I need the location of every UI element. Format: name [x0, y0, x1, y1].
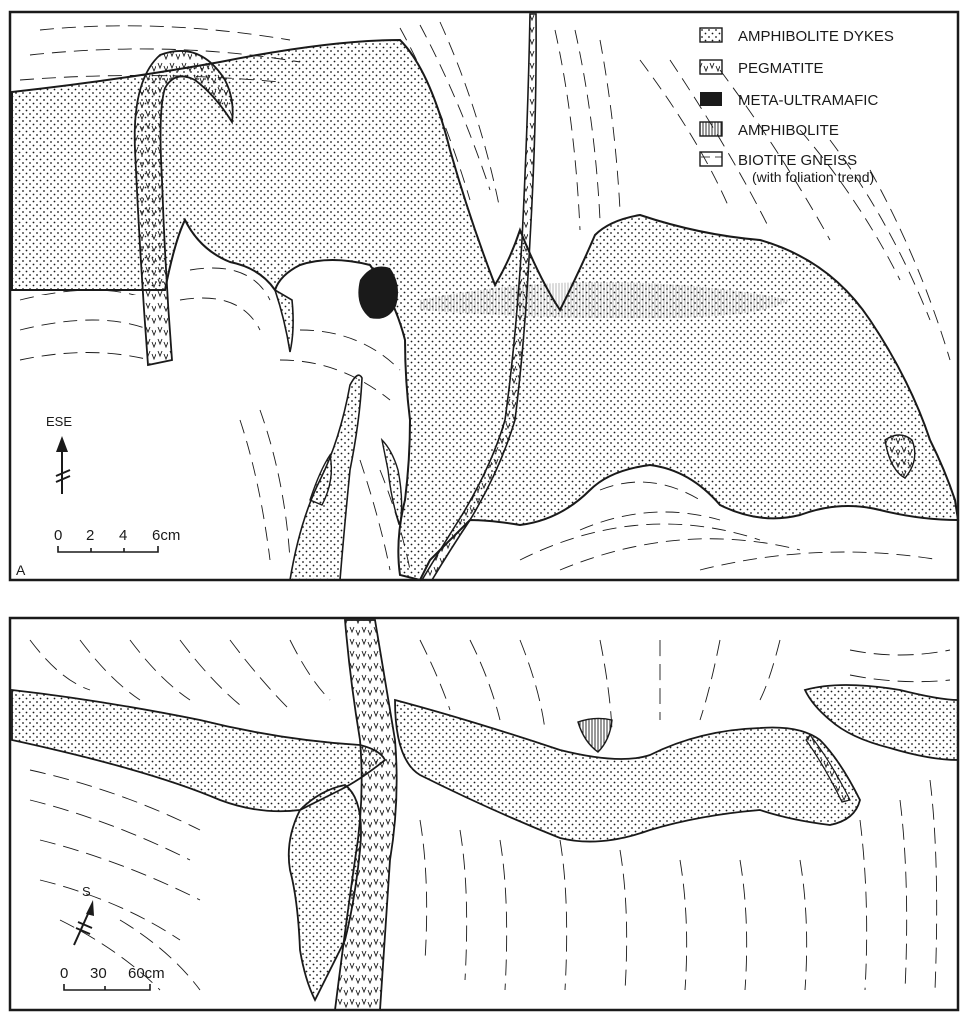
scale-bar-a: 0 2 4 6cm: [54, 527, 180, 552]
meta-ultramafic-pod-a: [358, 267, 398, 319]
scale-a-tick-3: 6cm: [152, 527, 180, 544]
legend-label-biotite-gneiss: BIOTITE GNEISS: [738, 152, 857, 169]
panel-a: AMPHIBOLITE DYKES PEGMATITE META-ULTRAMA…: [10, 12, 958, 580]
north-arrow-a: ESE: [46, 414, 72, 494]
legend-swatch-meta-ultramafic: [700, 92, 722, 106]
scale-a-tick-0: 0: [54, 527, 62, 544]
dyke-apophysis-1-a: [275, 290, 293, 352]
north-arrow-b: S: [74, 884, 94, 945]
legend-label-dykes: AMPHIBOLITE DYKES: [738, 28, 894, 45]
legend: AMPHIBOLITE DYKES PEGMATITE META-ULTRAMA…: [700, 28, 894, 185]
legend-swatch-pegmatite: [700, 60, 722, 74]
scale-a-tick-2: 4: [119, 527, 127, 544]
legend-label-meta-ultramafic: META-ULTRAMAFIC: [738, 92, 878, 109]
legend-label-amphibolite: AMPHIBOLITE: [738, 122, 839, 139]
panel-b: S 0 30 60cm: [10, 618, 958, 1010]
scale-bar-b: 0 30 60cm: [60, 965, 165, 990]
panel-label-a: A: [16, 562, 26, 578]
amphibolite-pod-b: [578, 718, 612, 752]
scale-a-tick-1: 2: [86, 527, 94, 544]
scale-b-tick-1: 30: [90, 965, 107, 982]
north-arrow-label-b: S: [82, 884, 91, 899]
legend-swatch-biotite-gneiss: [700, 152, 722, 166]
amphibolite-dyke-right-b: [395, 700, 860, 842]
scale-b-tick-0: 0: [60, 965, 68, 982]
scale-b-tick-2: 60cm: [128, 965, 165, 982]
legend-swatch-dykes: [700, 28, 722, 42]
north-arrow-label-a: ESE: [46, 414, 72, 429]
legend-swatch-amphibolite: [700, 122, 722, 136]
legend-label-pegmatite: PEGMATITE: [738, 60, 824, 77]
legend-note-biotite: (with foliation trend): [752, 169, 874, 185]
